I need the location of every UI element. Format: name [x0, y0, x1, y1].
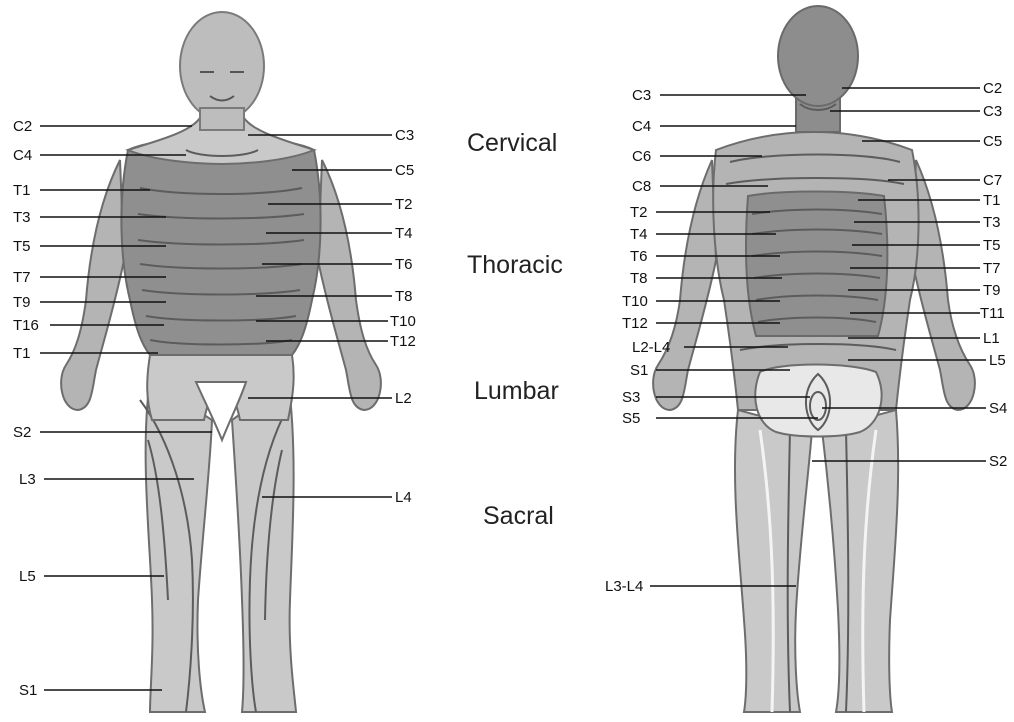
back-right-label: S2 — [989, 453, 1007, 470]
back-left-label: S1 — [630, 362, 648, 379]
back-right-label: T9 — [983, 282, 1001, 299]
front-left-label: T1 — [13, 182, 31, 199]
back-left-label: C4 — [632, 118, 651, 135]
front-left-label: T5 — [13, 238, 31, 255]
back-left-label: L2-L4 — [632, 339, 670, 356]
section-label-lumbar: Lumbar — [474, 377, 559, 405]
back-right-label: T1 — [983, 192, 1001, 209]
back-right-label: C3 — [983, 103, 1002, 120]
back-left-label: C8 — [632, 178, 651, 195]
section-label-cervical: Cervical — [467, 129, 557, 157]
front-right-label: C3 — [395, 127, 414, 144]
front-left-label: T16 — [13, 317, 39, 334]
back-right-label: T3 — [983, 214, 1001, 231]
back-left-label: L3-L4 — [605, 578, 643, 595]
front-left-label: T7 — [13, 269, 31, 286]
back-left-label: T10 — [622, 293, 648, 310]
front-right-label: T2 — [395, 196, 413, 213]
section-label-sacral: Sacral — [483, 502, 554, 530]
back-body-figure — [653, 6, 975, 712]
section-label-thoracic: Thoracic — [467, 251, 563, 279]
front-left-label: C4 — [13, 147, 32, 164]
front-left-label: C2 — [13, 118, 32, 135]
back-left-label: T8 — [630, 270, 648, 287]
back-right-label: T7 — [983, 260, 1001, 277]
back-right-label: T5 — [983, 237, 1001, 254]
back-left-label: S5 — [622, 410, 640, 427]
front-left-label: T9 — [13, 294, 31, 311]
back-left-label: T12 — [622, 315, 648, 332]
back-right-label: L5 — [989, 352, 1006, 369]
back-right-label: C7 — [983, 172, 1002, 189]
front-right-label: T8 — [395, 288, 413, 305]
front-left-label: L3 — [19, 471, 36, 488]
back-right-label: S4 — [989, 400, 1007, 417]
front-left-label: L5 — [19, 568, 36, 585]
back-right-label: L1 — [983, 330, 1000, 347]
front-left-label: T3 — [13, 209, 31, 226]
front-right-label: C5 — [395, 162, 414, 179]
back-left-label: T6 — [630, 248, 648, 265]
front-right-label: T10 — [390, 313, 416, 330]
front-left-label: S2 — [13, 424, 31, 441]
back-right-label: C2 — [983, 80, 1002, 97]
front-right-label: L4 — [395, 489, 412, 506]
front-right-label: T4 — [395, 225, 413, 242]
back-left-label: C3 — [632, 87, 651, 104]
back-right-label: C5 — [983, 133, 1002, 150]
back-right-label: T11 — [980, 305, 1005, 322]
front-right-label: T6 — [395, 256, 413, 273]
back-left-label: T4 — [630, 226, 648, 243]
front-right-label: L2 — [395, 390, 412, 407]
back-left-label: S3 — [622, 389, 640, 406]
back-left-label: C6 — [632, 148, 651, 165]
front-body-figure — [61, 12, 381, 712]
front-left-label: S1 — [19, 682, 37, 699]
front-right-label: T12 — [390, 333, 416, 350]
front-left-label: T1 — [13, 345, 31, 362]
back-left-label: T2 — [630, 204, 648, 221]
